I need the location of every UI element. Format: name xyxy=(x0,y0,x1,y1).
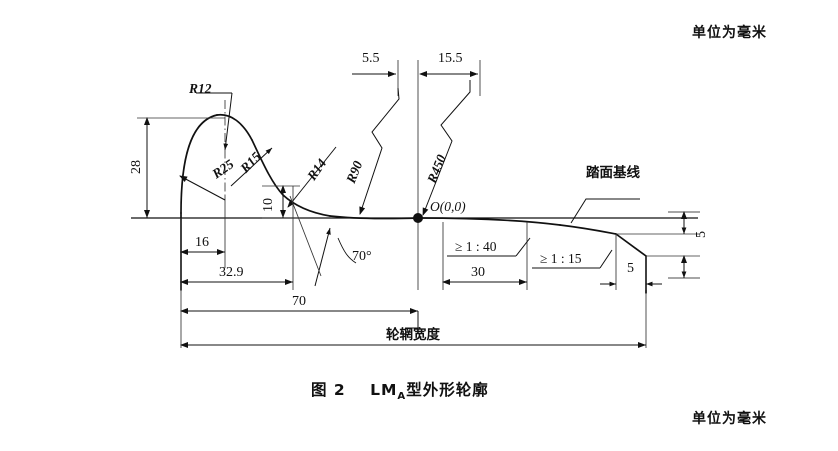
leader-r450 xyxy=(422,80,471,216)
figure-caption: 图 2 LMA型外形轮廓 xyxy=(311,381,489,403)
origin-label: O(0,0) xyxy=(430,199,466,214)
dimension-label-chamfer-vertical-5: 5 xyxy=(694,231,709,238)
caption-title-pre: LM xyxy=(370,381,398,399)
leader-r12 xyxy=(196,92,233,151)
dimension-label-angle-70: 70° xyxy=(352,249,372,264)
leader-slope-1-40 xyxy=(447,237,531,257)
slope-label-1-40: ≥ 1 : 40 xyxy=(455,239,497,254)
tread-baseline-label: 踏面基线 xyxy=(586,165,640,181)
slope-label-1-15: ≥ 1 : 15 xyxy=(540,251,582,266)
leader-tread-baseline xyxy=(570,198,640,224)
leader-r14 xyxy=(287,146,337,208)
dimension-label-70: 70 xyxy=(292,294,306,309)
dimension-label-16: 16 xyxy=(195,235,209,250)
leader-rim-width xyxy=(405,311,419,329)
dimension-label-15-5: 15.5 xyxy=(438,51,463,66)
leader-r25 xyxy=(179,175,226,201)
dimension-label-30: 30 xyxy=(471,265,485,280)
dimension-label-28: 28 xyxy=(129,160,144,174)
dimension-label-chamfer-horizontal-5: 5 xyxy=(627,261,634,276)
unit-note-top: 单位为毫米 xyxy=(692,25,767,41)
origin-point-marker xyxy=(413,213,423,223)
leader-r15 xyxy=(230,147,273,187)
dimension-label-32-9: 32.9 xyxy=(219,265,244,280)
rim-width-label: 轮辋宽度 xyxy=(386,327,440,343)
construction-lines xyxy=(137,60,700,348)
caption-figure-number: 图 2 xyxy=(311,381,346,399)
unit-note-bottom: 单位为毫米 xyxy=(692,411,767,427)
profile-contour xyxy=(180,113,647,294)
dimension-label-5-5: 5.5 xyxy=(362,51,380,66)
leader-slope-1-15 xyxy=(532,249,613,269)
dimension-label-10: 10 xyxy=(261,198,276,212)
dimension-chamfer-vertical-5 xyxy=(668,211,700,279)
radius-label-r12: R12 xyxy=(189,81,212,96)
leader-angle-70 xyxy=(289,195,357,287)
caption-title-post: 型外形轮廓 xyxy=(406,381,489,399)
leader-r90 xyxy=(359,87,400,215)
caption-title-sub: A xyxy=(397,391,407,403)
